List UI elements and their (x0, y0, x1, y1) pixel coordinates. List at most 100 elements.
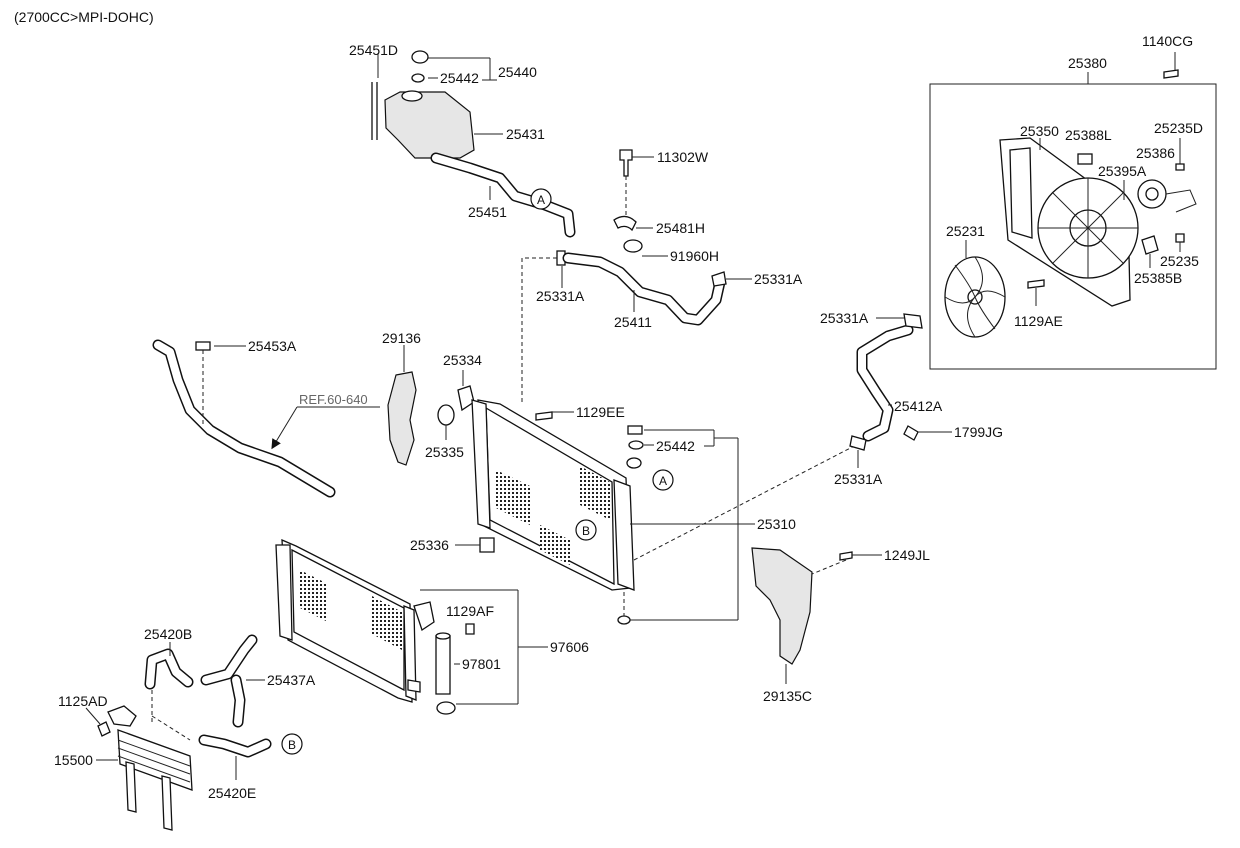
radiator-cap-top (627, 425, 643, 435)
fan-shroud-25350 (999, 137, 1139, 307)
bolt-1129ee (535, 411, 553, 421)
label-25442-mid: 25442 (656, 438, 695, 454)
upper-hose-group (556, 149, 727, 326)
lower-hose-25412a (849, 313, 923, 451)
label-25235: 25235 (1160, 253, 1199, 269)
condenser-97606 (275, 538, 435, 703)
label-25412A: 25412A (894, 398, 943, 414)
label-25336: 25336 (410, 537, 449, 553)
clamp-25331a-hose-bottom (849, 435, 867, 451)
bolt-1249jl (839, 551, 853, 561)
label-25386: 25386 (1136, 145, 1175, 161)
label-1129AF: 1129AF (446, 603, 494, 619)
overflow-tube (371, 82, 378, 140)
reservoir-cap (411, 50, 429, 64)
label-plate-25388l (1077, 153, 1093, 165)
reservoir-neck (401, 90, 423, 102)
label-11302W: 11302W (657, 149, 709, 165)
callout-a-mid (652, 469, 674, 491)
bolt-1129ae (1027, 279, 1045, 289)
callout-b-bottom (281, 733, 303, 755)
label-1129AE: 1129AE (1014, 313, 1063, 329)
label-29135C: 29135C (763, 688, 812, 704)
clamp-91960h (623, 239, 643, 253)
cap-gasket (411, 73, 425, 83)
connector-25385b (1141, 235, 1159, 255)
bolt-1140cg (1163, 69, 1179, 79)
clamp-25331a-right (711, 271, 727, 287)
oil-cooler-hoses (144, 634, 272, 758)
label-1140CG: 1140CG (1142, 33, 1193, 49)
label-25453A: 25453A (248, 338, 297, 354)
label-25331A-4: 25331A (834, 471, 883, 487)
label-25451: 25451 (468, 204, 507, 220)
radiator-cap (626, 457, 642, 469)
reservoir-tank (384, 91, 475, 159)
insulator-25335 (437, 404, 455, 426)
bracket-25334 (457, 385, 475, 412)
bolt-1125ad (97, 721, 111, 737)
label-25440: 25440 (498, 64, 537, 80)
label-25350: 25350 (1020, 123, 1059, 139)
label-25395A: 25395A (1098, 163, 1147, 179)
receiver-drier-97801 (435, 635, 451, 695)
label-1249JL: 1249JL (884, 547, 930, 563)
label-1799JG: 1799JG (954, 424, 1003, 440)
label-25331A-1: 25331A (536, 288, 585, 304)
bolt-11302w (619, 149, 633, 177)
label-25335: 25335 (425, 444, 464, 460)
label-1125AD: 1125AD (58, 693, 108, 709)
label-25331A-3: 25331A (820, 310, 869, 326)
label-25231: 25231 (946, 223, 985, 239)
receiver-drier-cap (435, 632, 451, 640)
hose-clamp-25481h (613, 215, 637, 232)
ref-label[interactable]: REF.60-640 (299, 392, 368, 407)
label-25437A: 25437A (267, 672, 316, 688)
label-25235D: 25235D (1154, 120, 1203, 136)
screw-25235 (1175, 233, 1185, 243)
motor-wire (1165, 189, 1197, 213)
air-guard-29135c (751, 547, 813, 665)
label-25411: 25411 (614, 314, 652, 330)
drier-plug (436, 701, 456, 715)
label-25331A-2: 25331A (754, 271, 803, 287)
label-15500: 15500 (54, 752, 93, 768)
label-25481H: 25481H (656, 220, 705, 236)
label-25451D: 25451D (349, 42, 398, 58)
bolt-1129af (465, 623, 475, 635)
label-25442-top: 25442 (440, 70, 479, 86)
label-25420B: 25420B (144, 626, 192, 642)
label-97606: 97606 (550, 639, 589, 655)
radiator-25310 (471, 399, 635, 591)
label-25388L: 25388L (1065, 127, 1112, 143)
label-97801: 97801 (462, 656, 501, 672)
callout-b-mid-text: B (582, 524, 590, 538)
fan-blade-25231 (944, 256, 1006, 338)
callout-b-bottom-text: B (288, 738, 296, 752)
drain-plug (617, 615, 631, 625)
air-guard-29136 (387, 371, 417, 466)
lower-pipe-group (152, 339, 336, 498)
callout-b-mid (575, 519, 597, 541)
clip-1799jg (903, 425, 919, 441)
fan-assembly-box (929, 83, 1217, 370)
label-25431: 25431 (506, 126, 545, 142)
label-25310: 25310 (757, 516, 796, 532)
callout-a-top-text: A (537, 193, 545, 207)
mount-25336 (479, 537, 495, 553)
label-29136: 29136 (382, 330, 421, 346)
oil-cooler-15500 (107, 705, 193, 831)
reservoir-group (371, 50, 576, 238)
label-25420E: 25420E (208, 785, 256, 801)
label-25385B: 25385B (1134, 270, 1182, 286)
fan-motor-hub (1145, 187, 1159, 201)
callout-a-mid-text: A (659, 474, 667, 488)
clamp-25331a-hose-top (903, 313, 923, 329)
radiator-gasket (628, 440, 644, 450)
label-25380: 25380 (1068, 55, 1107, 71)
label-91960H: 91960H (670, 248, 719, 264)
tag-25453a (195, 341, 211, 351)
callout-a-top (530, 188, 552, 210)
screw-25235d (1175, 163, 1185, 171)
